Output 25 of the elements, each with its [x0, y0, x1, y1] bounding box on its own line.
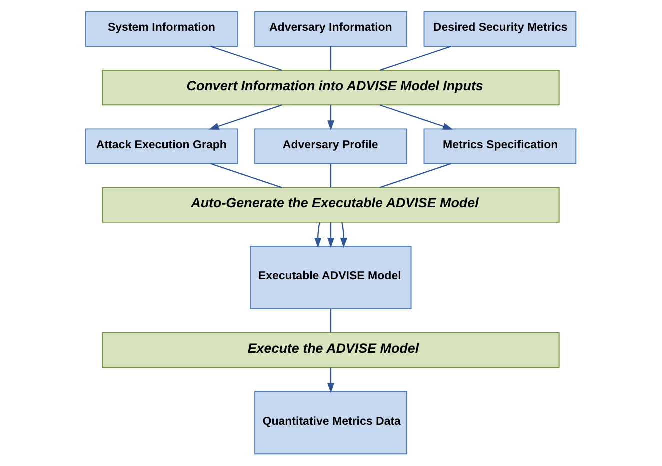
- arrow: [328, 368, 334, 394]
- connector: [330, 46, 332, 70]
- connector: [330, 309, 332, 333]
- arrow: [208, 104, 282, 130]
- arrow: [314, 222, 322, 248]
- connector: [380, 163, 452, 188]
- connector: [330, 164, 332, 188]
- node-box: Auto-Generate the Executable ADVISE Model: [102, 187, 560, 223]
- connector: [210, 46, 282, 72]
- node-box: Execute the ADVISE Model: [102, 332, 560, 368]
- node-box: Metrics Specification: [424, 128, 577, 164]
- node-box: Adversary Profile: [254, 128, 408, 164]
- node-box: Desired Security Metrics: [424, 11, 577, 47]
- arrow: [340, 222, 348, 248]
- node-box: Executable ADVISE Model: [250, 246, 412, 310]
- node-box: Attack Execution Graph: [85, 128, 238, 164]
- connector: [380, 46, 452, 72]
- connector: [210, 163, 282, 188]
- arrow: [380, 104, 454, 130]
- node-box: Adversary Information: [254, 11, 408, 47]
- node-box: Convert Information into ADVISE Model Inputs: [102, 70, 560, 106]
- arrow: [328, 222, 334, 248]
- node-box: Quantitative Metrics Data: [254, 391, 408, 455]
- node-box: System Information: [85, 11, 238, 47]
- arrow: [328, 105, 334, 131]
